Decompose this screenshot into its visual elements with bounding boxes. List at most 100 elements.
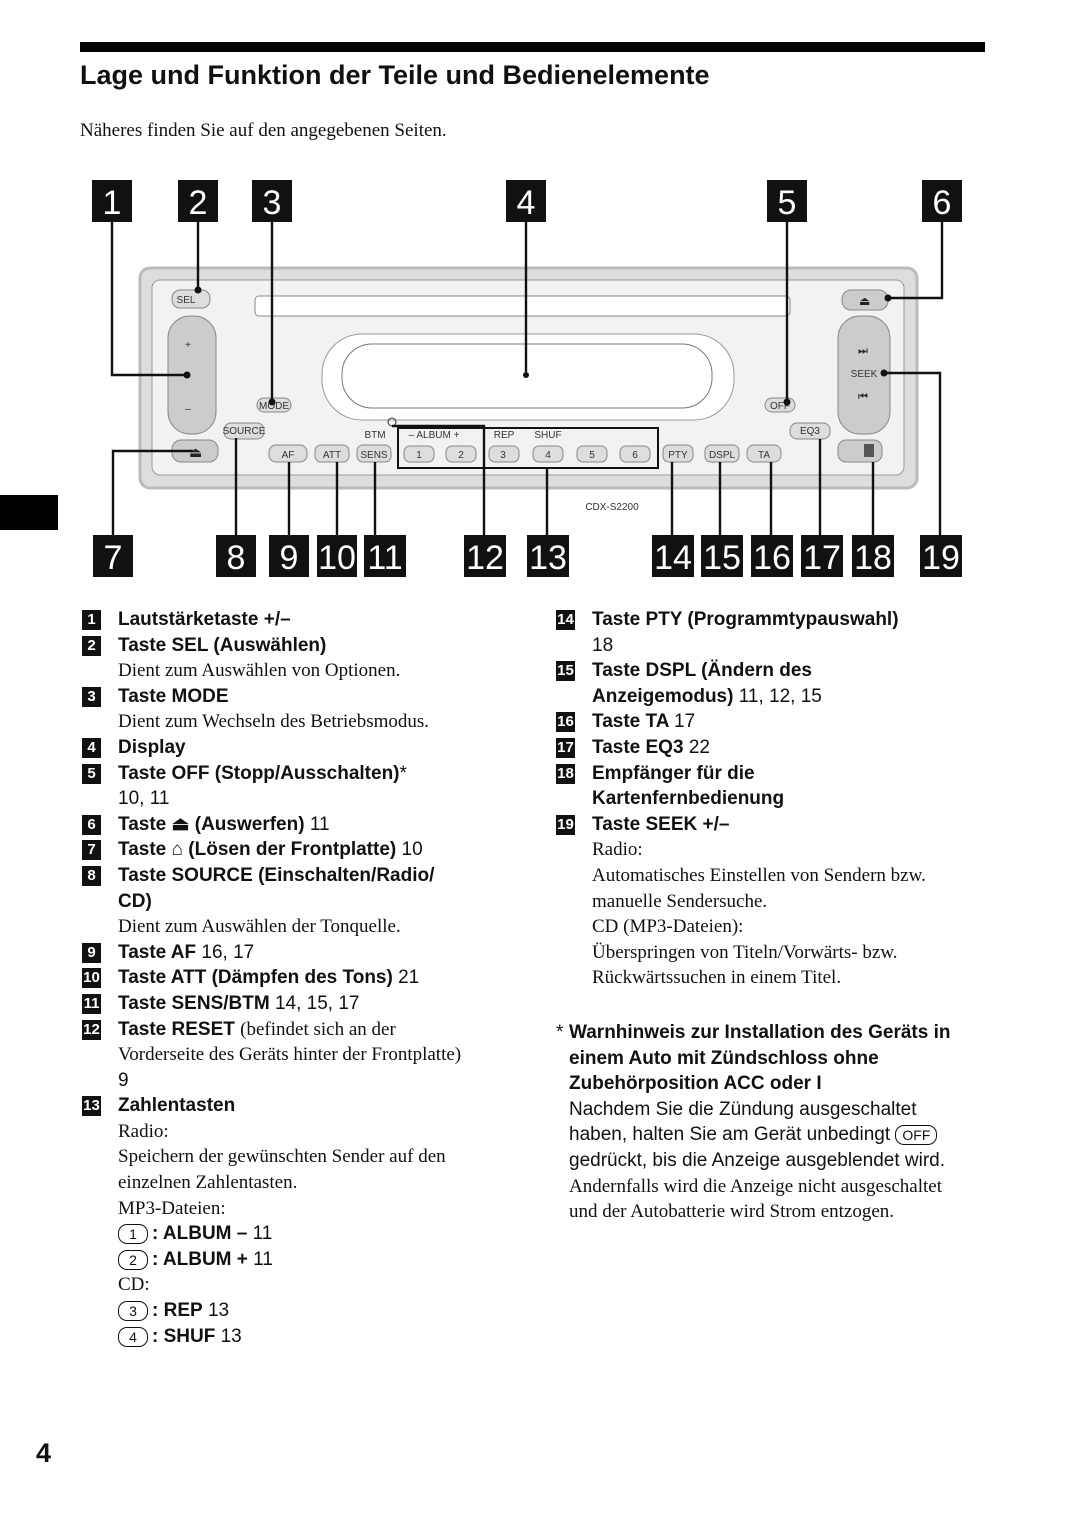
dspl-button: DSPL xyxy=(704,444,740,463)
svg-text:10: 10 xyxy=(318,539,356,577)
svg-text:⏏: ⏏ xyxy=(859,294,870,308)
callout-7: 7 xyxy=(93,535,133,577)
callout-12: 12 xyxy=(464,535,506,577)
ta-button: TA xyxy=(746,444,782,463)
svg-text:ATT: ATT xyxy=(323,450,341,461)
number-keys-frame xyxy=(397,427,659,469)
svg-text:4: 4 xyxy=(517,184,536,222)
svg-text:13: 13 xyxy=(529,539,567,577)
callout-17: 17 xyxy=(801,535,843,577)
svg-text:2: 2 xyxy=(458,450,464,461)
callout-6: 6 xyxy=(922,180,962,222)
off-button: OFF xyxy=(764,397,796,413)
svg-text:6: 6 xyxy=(632,450,638,461)
mode-button xyxy=(256,397,292,413)
callout-4: 4 xyxy=(506,180,546,222)
svg-text:+: + xyxy=(185,340,191,351)
callout-18: 18 xyxy=(852,535,894,577)
callout-10: 10 xyxy=(317,535,357,577)
svg-text:SOURCE: SOURCE xyxy=(223,426,266,437)
key-2: 2 xyxy=(445,445,477,463)
key-3: 3 xyxy=(488,445,520,463)
svg-text:9: 9 xyxy=(280,539,299,577)
intro-text: Näheres finden Sie auf den angegebenen S… xyxy=(80,120,447,141)
svg-text:BTM: BTM xyxy=(364,430,385,441)
key-5: 5 xyxy=(576,445,608,463)
svg-text:8: 8 xyxy=(227,539,246,577)
svg-text:1: 1 xyxy=(103,184,122,222)
callout-8: 8 xyxy=(216,535,256,577)
seek-rocker: SEEK ⏭ ⏮ xyxy=(837,315,891,435)
source-button xyxy=(223,422,265,440)
af-button: AF xyxy=(268,444,308,463)
callout-11: 11 xyxy=(364,535,406,577)
callout-5: 5 xyxy=(767,180,807,222)
svg-text:1: 1 xyxy=(416,450,422,461)
svg-text:3: 3 xyxy=(500,450,506,461)
svg-text:OFF: OFF xyxy=(770,401,790,412)
svg-text:TA: TA xyxy=(758,450,770,461)
eject-icon: ⏏ xyxy=(171,813,190,835)
pty-button: PTY xyxy=(662,444,694,463)
callout-19: 19 xyxy=(920,535,962,577)
svg-text:16: 16 xyxy=(753,539,791,577)
sel-button xyxy=(171,289,211,309)
svg-text:DSPL: DSPL xyxy=(709,450,736,461)
svg-text:PTY: PTY xyxy=(668,450,688,461)
remote-receiver xyxy=(837,439,883,463)
svg-text:REP: REP xyxy=(494,430,515,441)
callout-1: 1 xyxy=(92,180,132,222)
installation-warning: * Warnhinweis zur Installation des Gerät… xyxy=(556,1022,951,1223)
svg-text:4: 4 xyxy=(545,450,551,461)
svg-text:⏮: ⏮ xyxy=(858,391,868,403)
callout-2: 2 xyxy=(178,180,218,222)
key-4: 4 xyxy=(532,445,564,463)
callout-3: 3 xyxy=(252,180,292,222)
device-diagram: 1 2 3 4 5 6 + – SEL MODE SOURCE ⏏ AF ATT… xyxy=(92,180,962,577)
svg-text:17: 17 xyxy=(803,539,841,577)
svg-text:SEEK: SEEK xyxy=(851,369,878,380)
svg-text:SEL: SEL xyxy=(177,295,196,306)
svg-text:3: 3 xyxy=(263,184,282,222)
cd-slot xyxy=(254,295,791,317)
svg-text:⏏: ⏏ xyxy=(189,446,202,461)
eject-button: ⏏ xyxy=(841,289,889,311)
svg-text:11: 11 xyxy=(367,539,402,577)
callout-13: 13 xyxy=(527,535,569,577)
leader-lines xyxy=(110,222,944,536)
callout-14: 14 xyxy=(652,535,694,577)
svg-text:SENS: SENS xyxy=(360,450,388,461)
section-tab xyxy=(0,495,58,530)
svg-text:SHUF: SHUF xyxy=(534,430,561,441)
svg-text:5: 5 xyxy=(589,450,595,461)
svg-text:5: 5 xyxy=(778,184,797,222)
svg-text:⏭: ⏭ xyxy=(858,345,868,357)
svg-text:MODE: MODE xyxy=(259,401,289,412)
svg-text:15: 15 xyxy=(703,539,741,577)
key-1: 1 xyxy=(403,445,435,463)
callout-15: 15 xyxy=(701,535,743,577)
sens-button: SENS xyxy=(356,444,392,463)
key-6: 6 xyxy=(619,445,651,463)
svg-text:–: – xyxy=(185,404,191,415)
svg-text:14: 14 xyxy=(654,539,692,577)
att-button: ATT xyxy=(314,444,350,463)
svg-text:19: 19 xyxy=(922,539,960,577)
